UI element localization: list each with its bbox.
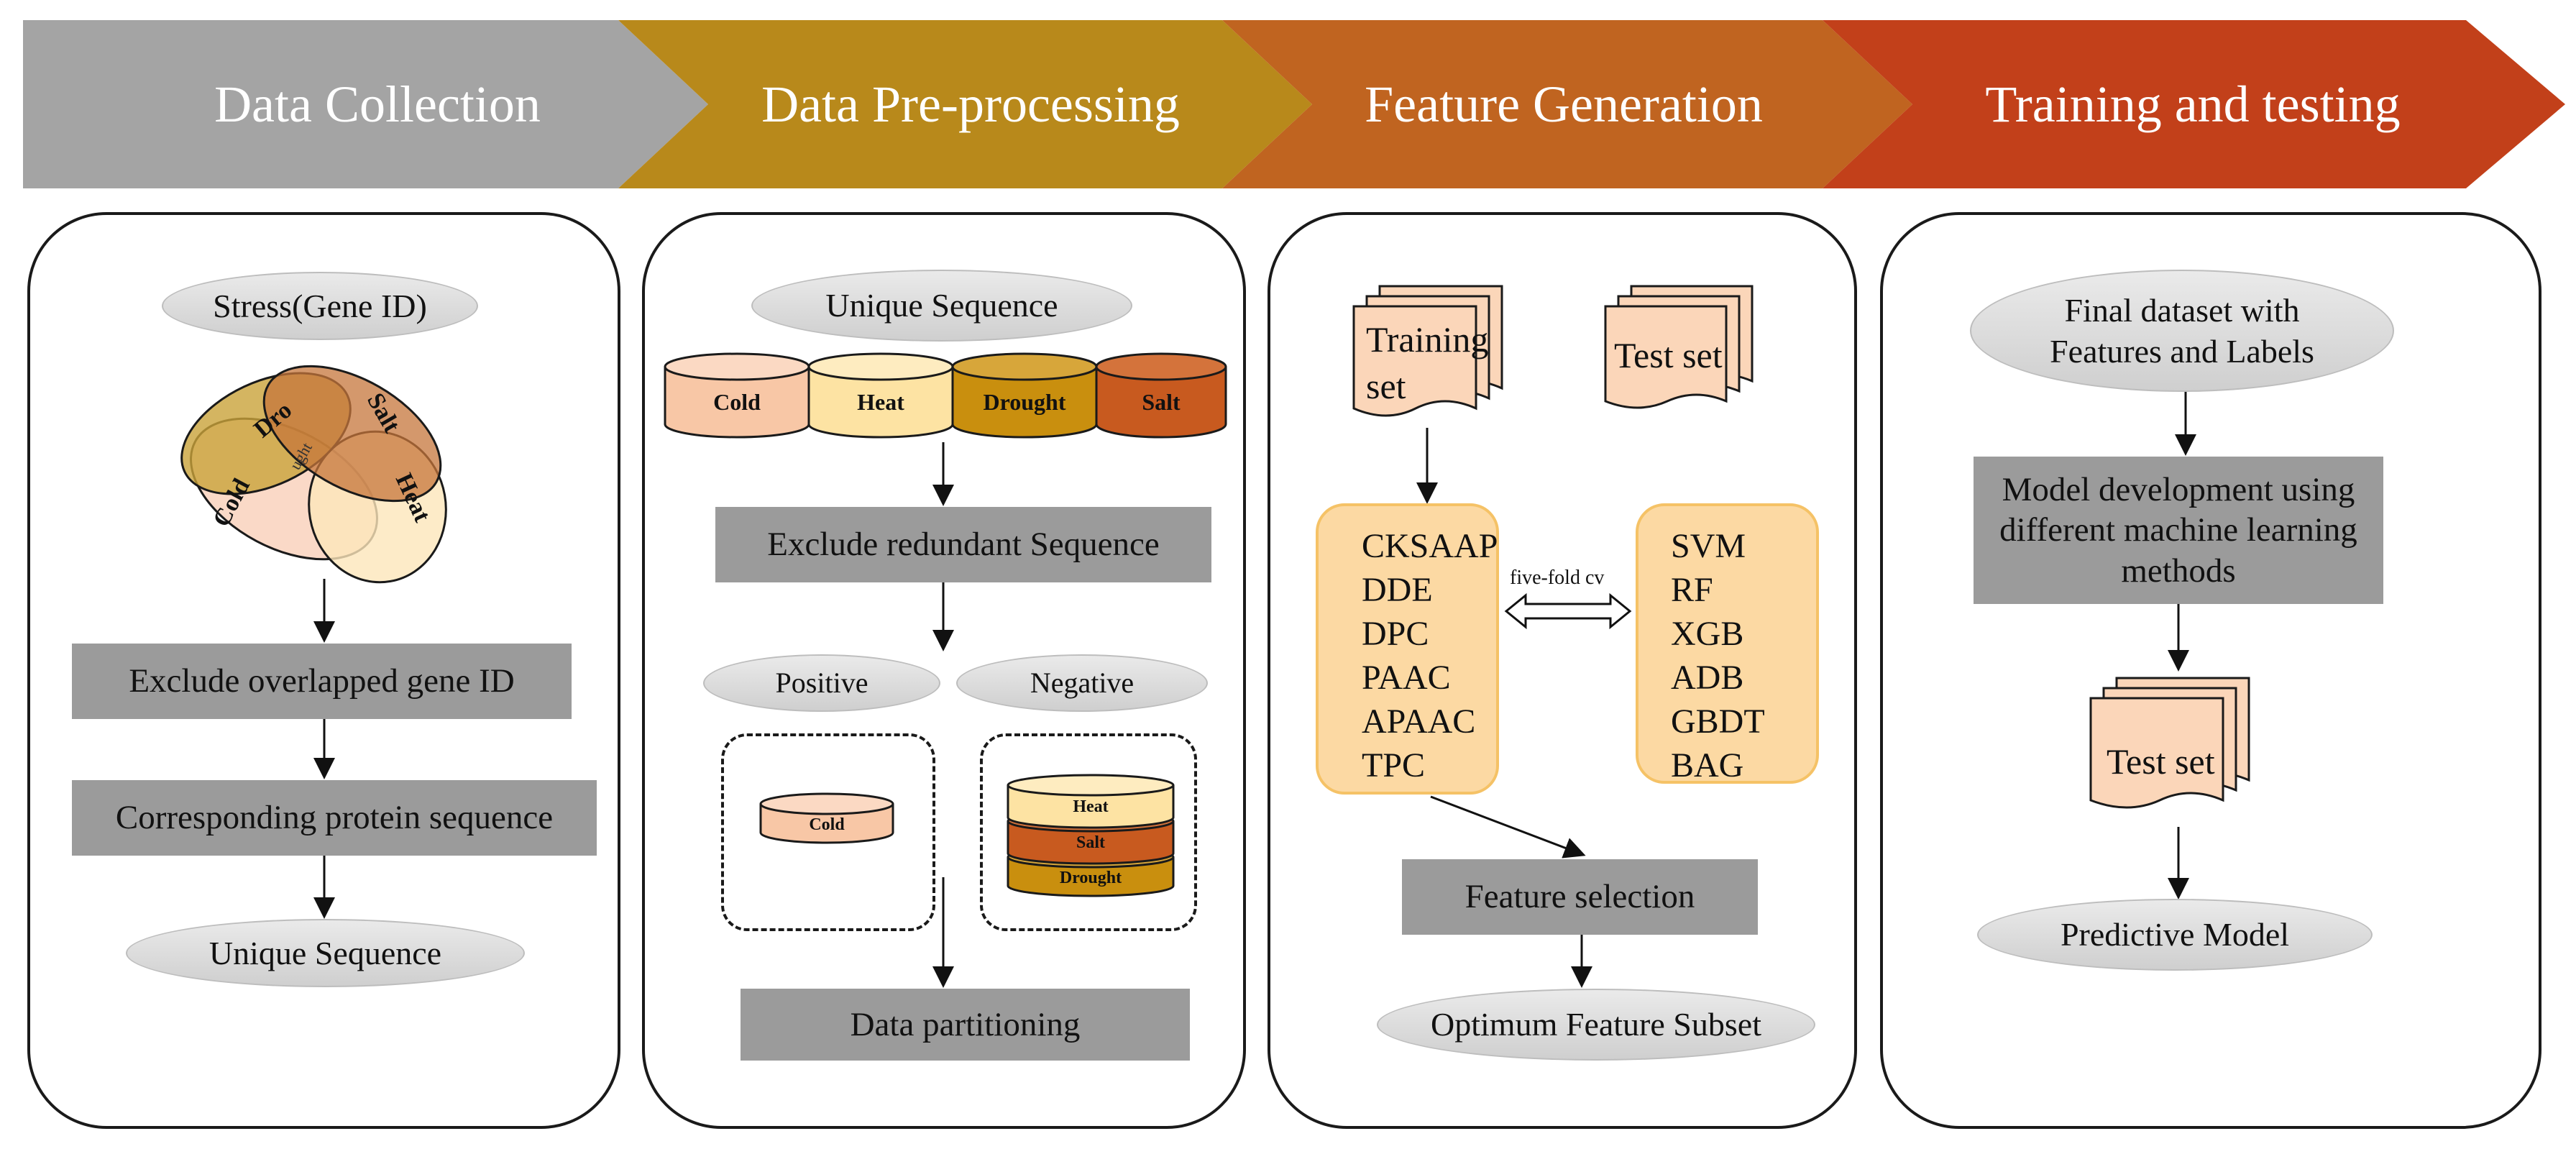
- training-set-label: Training set: [1366, 319, 1489, 406]
- model-adb: ADB: [1671, 658, 1744, 697]
- exclude-redundant-sequence-box: Exclude redundant Sequence: [715, 507, 1211, 582]
- stress-gene-id-node: Stress(Gene ID): [162, 272, 478, 340]
- data-partitioning-box: Data partitioning: [741, 989, 1190, 1061]
- classifier-models-box: SVM RF XGB ADB GBDT BAG: [1636, 503, 1819, 784]
- stage-label-data-preprocessing: Data Pre-processing: [761, 75, 1180, 133]
- stage-label-data-collection: Data Collection: [214, 75, 541, 133]
- db-label-salt: Salt: [1142, 389, 1181, 415]
- model-gbdt: GBDT: [1671, 702, 1765, 741]
- stage-arrow-data-preprocessing: [618, 20, 1312, 188]
- stress-databases: Cold Heat Drought Salt: [664, 352, 1227, 439]
- final-test-set-document-icon: [2089, 677, 2250, 809]
- predictive-model-node: Predictive Model: [1977, 899, 2373, 971]
- db-label-heat: Heat: [857, 389, 904, 415]
- unique-sequence-end-node: Unique Sequence: [126, 919, 525, 987]
- feature-apaac: APAAC: [1362, 702, 1476, 741]
- stress-venn-diagram: Dro Salt Heat Cold ught: [180, 365, 447, 584]
- negative-set-box: [980, 733, 1197, 931]
- svg-text:Cold: Cold: [809, 815, 845, 834]
- negative-node: Negative: [956, 654, 1208, 712]
- stage-label-feature-generation: Feature Generation: [1365, 75, 1763, 133]
- model-rf: RF: [1671, 570, 1713, 609]
- corresponding-protein-sequence-box: Corresponding protein sequence: [72, 780, 597, 856]
- model-xgb: XGB: [1671, 614, 1744, 653]
- optimum-feature-subset-node: Optimum Feature Subset: [1377, 989, 1815, 1061]
- svg-text:Drought: Drought: [1060, 869, 1122, 887]
- feature-dpc: DPC: [1362, 614, 1429, 653]
- db-label-cold: Cold: [713, 389, 761, 415]
- svg-text:Heat: Heat: [1073, 797, 1108, 816]
- test-set-document-icon: [1604, 285, 1754, 409]
- unique-sequence-start-node: Unique Sequence: [751, 270, 1132, 342]
- five-fold-cv-label: five-fold cv: [1510, 567, 1605, 589]
- arrow-features-to-selection: [1430, 795, 1586, 859]
- feature-cksaap: CKSAAP: [1362, 527, 1498, 565]
- db-label-drought: Drought: [984, 389, 1066, 415]
- stage-arrow-feature-generation: [1222, 20, 1912, 188]
- five-fold-cv-double-arrow: [1504, 592, 1632, 630]
- model-svm: SVM: [1671, 527, 1746, 565]
- feature-tpc: TPC: [1362, 746, 1426, 784]
- stage-arrow-training-testing: [1823, 20, 2565, 188]
- stage-label-training-testing: Training and testing: [1985, 75, 2401, 133]
- db-drought: [951, 352, 1098, 439]
- feature-selection-box: Feature selection: [1402, 859, 1758, 935]
- stage-banner: [23, 20, 2565, 188]
- final-test-set-label: Test set: [2107, 741, 2215, 782]
- exclude-overlapped-gene-id-box: Exclude overlapped gene ID: [72, 644, 572, 719]
- negative-stacked-dbs: Heat Salt Drought: [1007, 774, 1175, 897]
- training-set-document-icon: [1352, 285, 1503, 417]
- db-salt: [1095, 352, 1227, 439]
- stage-arrow-data-collection: [23, 20, 708, 188]
- svg-text:Salt: Salt: [1076, 833, 1105, 852]
- positive-set-box: [721, 733, 935, 931]
- feature-paac: PAAC: [1362, 658, 1451, 697]
- db-cold: [664, 352, 810, 439]
- positive-cold-db: Cold: [759, 792, 894, 844]
- model-bag: BAG: [1671, 746, 1744, 784]
- venn-salt: [262, 365, 442, 503]
- test-set-label: Test set: [1614, 335, 1723, 375]
- db-heat: [807, 352, 954, 439]
- neg-heat-db: [1007, 774, 1175, 829]
- positive-node: Positive: [703, 654, 940, 712]
- feature-encodings-box: CKSAAP DDE DPC PAAC APAAC TPC: [1316, 503, 1499, 795]
- feature-dde: DDE: [1362, 570, 1433, 609]
